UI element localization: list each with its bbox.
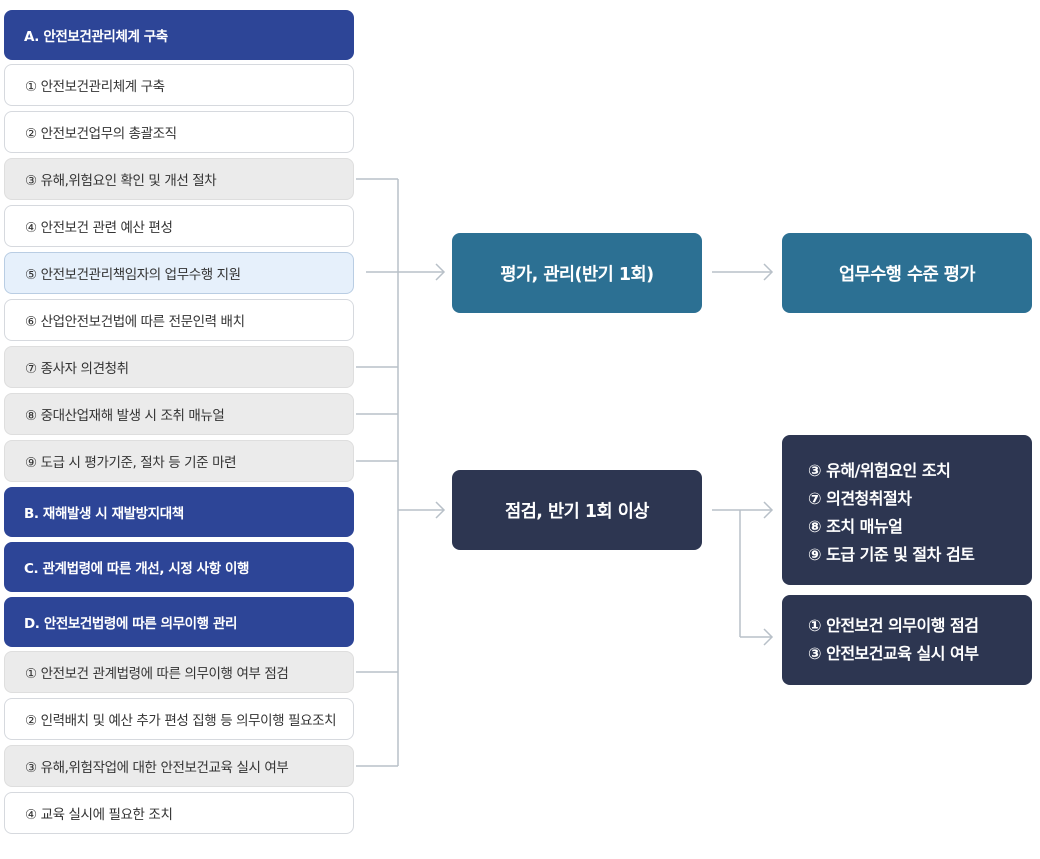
list-item-a6: ⑥ 산업안전보건법에 따른 전문인력 배치 (4, 299, 354, 341)
result-1-item: ⑧ 조치 매뉴얼 (808, 517, 903, 536)
performance-box: 업무수행 수준 평가 (782, 233, 1032, 313)
section-d-header: D. 안전보건법령에 따른 의무이행 관리 (4, 597, 354, 647)
list-item-a1: ① 안전보건관리체계 구축 (4, 64, 354, 106)
evaluate-box: 평가, 관리(반기 1회) (452, 233, 702, 313)
result-2-item: ③ 안전보건교육 실시 여부 (808, 644, 979, 663)
list-item-a3: ③ 유해,위험요인 확인 및 개선 절차 (4, 158, 354, 200)
list-item-d2: ② 인력배치 및 예산 추가 편성 집행 등 의무이행 필요조치 (4, 698, 354, 740)
list-item-a5: ⑤ 안전보건관리책임자의 업무수행 지원 (4, 252, 354, 294)
list-item-a8: ⑧ 중대산업재해 발생 시 조취 매뉴얼 (4, 393, 354, 435)
result-1-item: ⑦ 의견청취절차 (808, 489, 912, 508)
result-box-2: ① 안전보건 의무이행 점검 ③ 안전보건교육 실시 여부 (782, 595, 1032, 685)
list-item-d3: ③ 유해,위험작업에 대한 안전보건교육 실시 여부 (4, 745, 354, 787)
list-item-a4: ④ 안전보건 관련 예산 편성 (4, 205, 354, 247)
result-1-item: ③ 유해/위험요인 조치 (808, 461, 951, 480)
result-1-item: ⑨ 도급 기준 및 절차 검토 (808, 545, 975, 564)
inspect-box: 점검, 반기 1회 이상 (452, 470, 702, 550)
result-box-1: ③ 유해/위험요인 조치 ⑦ 의견청취절차 ⑧ 조치 매뉴얼 ⑨ 도급 기준 및… (782, 435, 1032, 585)
list-item-a2: ② 안전보건업무의 총괄조직 (4, 111, 354, 153)
section-c-header: C. 관계법령에 따른 개선, 시정 사항 이행 (4, 542, 354, 592)
section-a-header: A. 안전보건관리체계 구축 (4, 10, 354, 60)
result-2-item: ① 안전보건 의무이행 점검 (808, 616, 979, 635)
list-item-a9: ⑨ 도급 시 평가기준, 절차 등 기준 마련 (4, 440, 354, 482)
list-item-d1: ① 안전보건 관계법령에 따른 의무이행 여부 점검 (4, 651, 354, 693)
section-b-header: B. 재해발생 시 재발방지대책 (4, 487, 354, 537)
list-item-a7: ⑦ 종사자 의견청취 (4, 346, 354, 388)
list-item-d4: ④ 교육 실시에 필요한 조치 (4, 792, 354, 834)
